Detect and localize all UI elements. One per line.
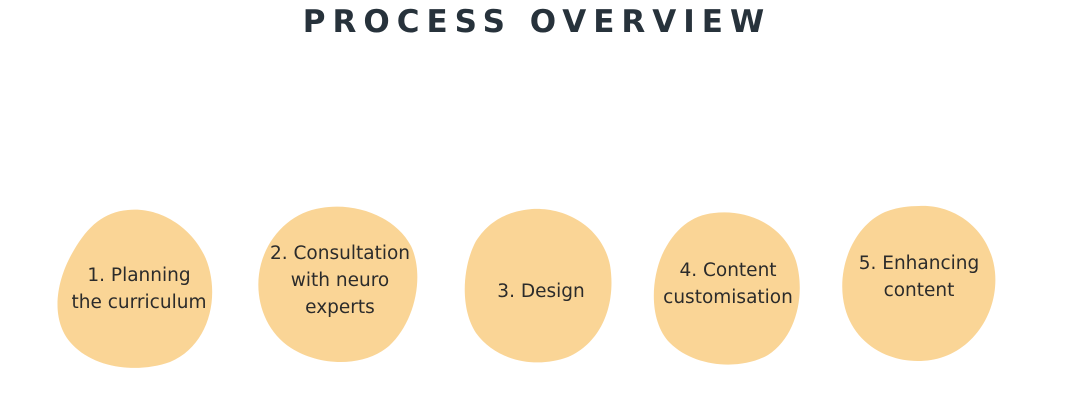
step-label: 2. Consultation with neuro experts <box>269 242 411 318</box>
process-step-2: 2. Consultation with neuro experts <box>255 206 419 364</box>
step-label: 3. Design <box>497 280 585 302</box>
diagram-title: PROCESS OVERVIEW <box>302 4 772 40</box>
step-blob-shape <box>653 212 800 365</box>
step-blob-shape <box>464 208 612 363</box>
process-step-3: 3. Design <box>462 207 614 363</box>
step-label: 4. Content customisation <box>663 260 793 308</box>
step-blob-shape <box>258 206 418 362</box>
process-step-4: 4. Content customisation <box>652 211 802 365</box>
process-step-5: 5. Enhancing content <box>839 204 999 364</box>
step-label: 5. Enhancing content <box>858 253 980 301</box>
step-blob-shape <box>842 205 996 362</box>
step-blob-shape <box>57 209 213 368</box>
step-label: 1. Planning the curriculum <box>71 265 207 313</box>
process-step-1: 1. Planning the curriculum <box>52 208 216 368</box>
